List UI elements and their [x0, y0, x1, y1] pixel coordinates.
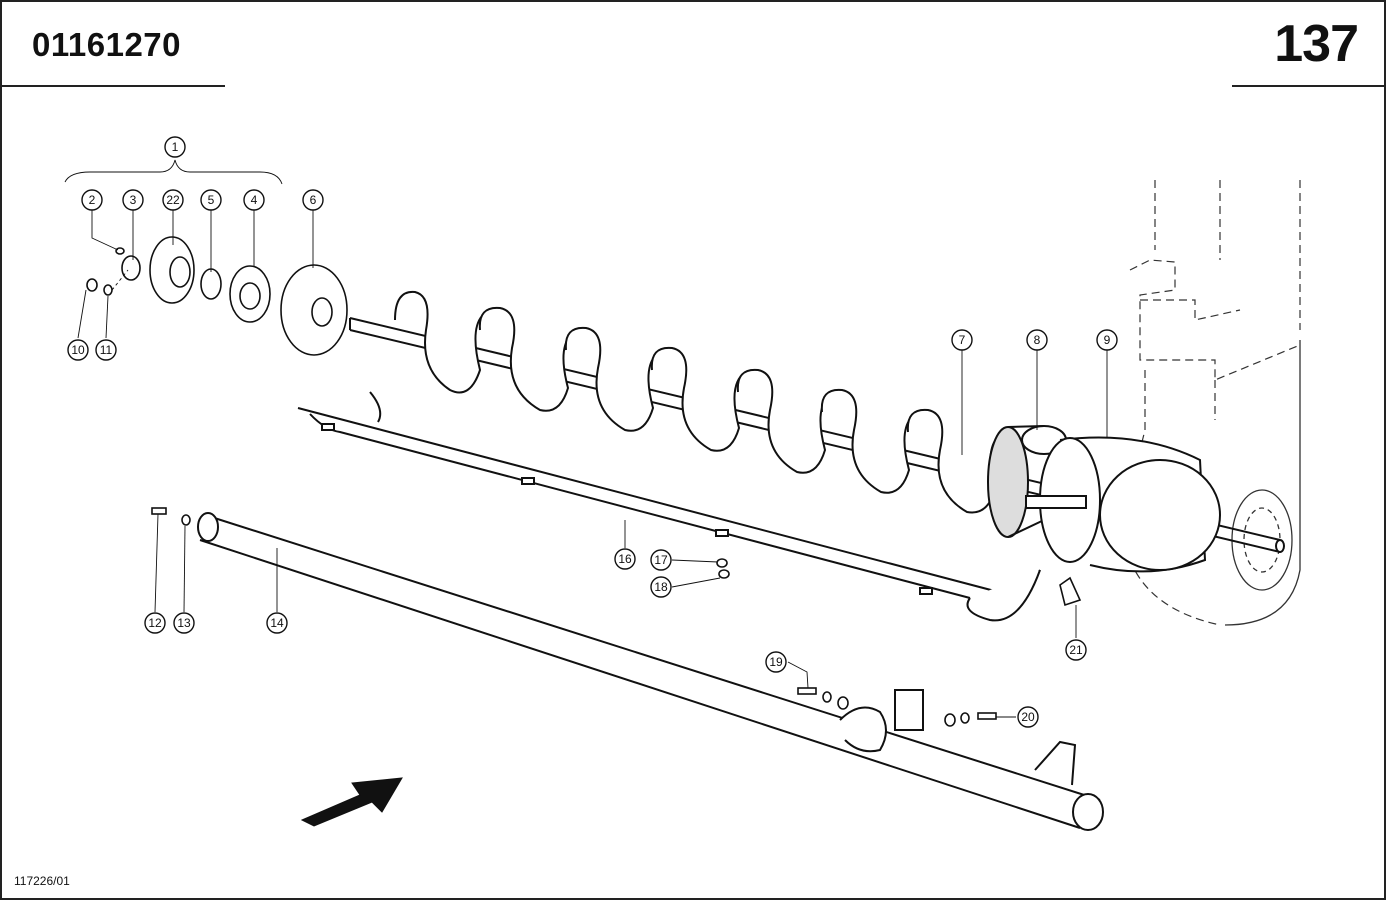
auger-trough — [297, 391, 1041, 622]
callout-5: 5 — [200, 189, 222, 211]
callout-20: 20 — [1017, 706, 1039, 728]
document-number: 01161270 — [32, 26, 182, 63]
svg-text:17: 17 — [654, 553, 668, 567]
svg-text:13: 13 — [177, 616, 191, 630]
svg-text:22: 22 — [166, 193, 180, 207]
callout-21: 21 — [1065, 639, 1087, 661]
bearing-5 — [200, 268, 222, 300]
header-rule-left — [0, 85, 225, 87]
callout-7: 7 — [951, 329, 973, 351]
svg-text:20: 20 — [1021, 710, 1035, 724]
callout-22: 22 — [162, 189, 184, 211]
nut-20 — [944, 713, 956, 727]
svg-text:7: 7 — [959, 333, 966, 347]
auger-flights — [394, 290, 998, 514]
header-rule-right — [1232, 85, 1386, 87]
svg-text:14: 14 — [270, 616, 284, 630]
svg-text:8: 8 — [1034, 333, 1041, 347]
nut-18 — [718, 569, 730, 579]
svg-text:5: 5 — [208, 193, 215, 207]
svg-text:11: 11 — [100, 343, 113, 357]
callout-12: 12 — [144, 612, 166, 634]
callout-4: 4 — [243, 189, 265, 211]
callout-18: 18 — [650, 576, 672, 598]
callout-17: 17 — [650, 549, 672, 571]
bolt-12 — [151, 507, 167, 515]
callout-8: 8 — [1026, 329, 1048, 351]
callout-9: 9 — [1096, 329, 1118, 351]
support-tube — [197, 512, 1104, 831]
svg-text:10: 10 — [71, 343, 85, 357]
nut-10 — [86, 278, 98, 292]
svg-text:19: 19 — [769, 655, 783, 669]
svg-text:16: 16 — [618, 552, 632, 566]
svg-text:9: 9 — [1104, 333, 1111, 347]
leader-lines — [64, 159, 1108, 718]
callout-3: 3 — [122, 189, 144, 211]
callout-1: 1 — [164, 136, 186, 158]
svg-text:18: 18 — [654, 580, 668, 594]
callout-10: 10 — [67, 339, 89, 361]
clip-21 — [1059, 576, 1082, 607]
page-number: 137 — [1274, 15, 1359, 73]
svg-text:6: 6 — [310, 193, 317, 207]
direction-arrow — [300, 777, 403, 827]
housing-outline — [1129, 180, 1301, 626]
svg-text:1: 1 — [172, 140, 179, 154]
wheel-hub-outline — [1224, 340, 1301, 626]
washer-11 — [103, 284, 113, 296]
svg-text:3: 3 — [130, 193, 137, 207]
callout-14: 14 — [266, 612, 288, 634]
svg-text:12: 12 — [148, 616, 162, 630]
callouts: 1 2 3 22 5 4 6 10 11 7 8 9 12 13 14 16 1… — [67, 136, 1118, 728]
drive-drum — [1025, 436, 1221, 573]
svg-text:21: 21 — [1069, 643, 1083, 657]
bolt-19 — [797, 687, 817, 695]
bearing-insert-3 — [121, 255, 141, 281]
callout-11: 11 — [95, 339, 117, 361]
svg-text:4: 4 — [251, 193, 258, 207]
callout-19: 19 — [765, 651, 787, 673]
key-2 — [115, 247, 125, 255]
drawing-code: 117226/01 — [14, 874, 70, 888]
hardware-items — [86, 236, 1082, 727]
callout-16: 16 — [614, 548, 636, 570]
washer-17 — [716, 558, 728, 568]
callout-13: 13 — [173, 612, 195, 634]
callout-6: 6 — [302, 189, 324, 211]
callout-2: 2 — [81, 189, 103, 211]
washer-13 — [181, 514, 191, 526]
svg-text:2: 2 — [89, 193, 96, 207]
